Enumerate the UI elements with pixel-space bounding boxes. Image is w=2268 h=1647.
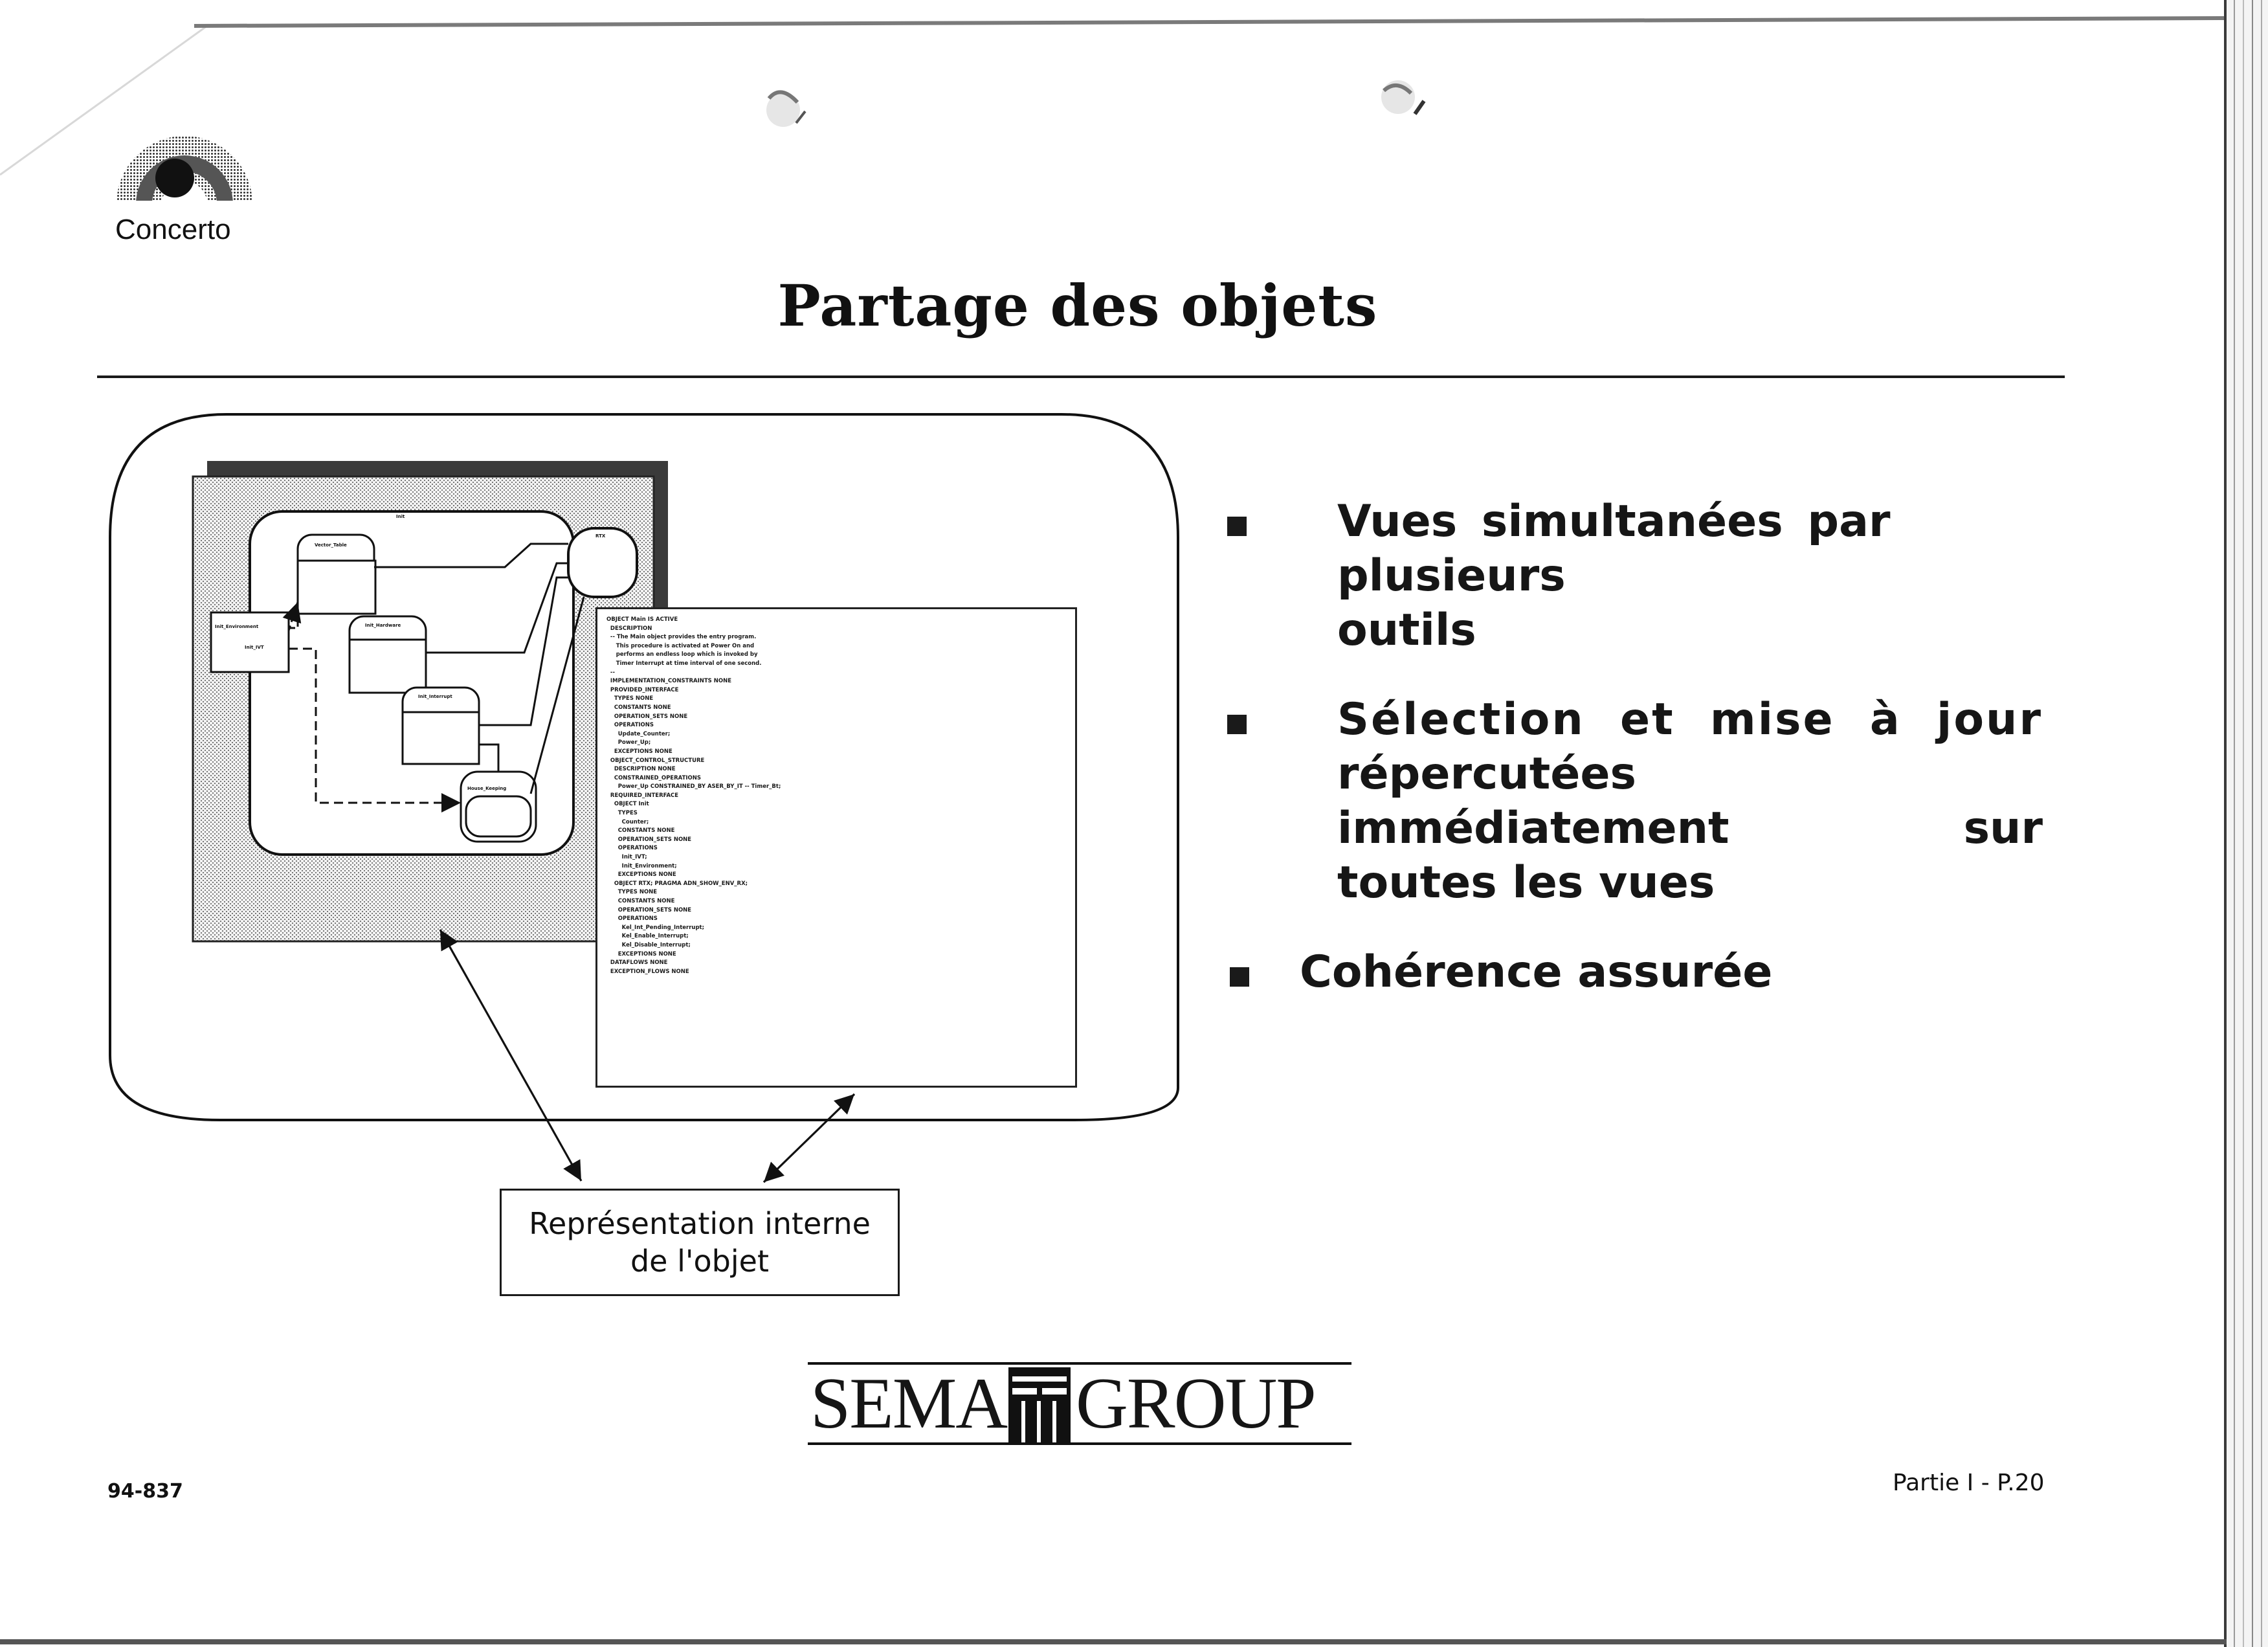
code-line: -- The Main object provides the entry pr…: [606, 634, 757, 641]
bullet-square-icon: [1227, 517, 1247, 536]
sema-emblem-icon: [1008, 1367, 1071, 1442]
binder-hole-right: [1381, 80, 1426, 115]
init-environment-label: Init_Environment: [215, 624, 259, 629]
code-line: Kel_Enable_Interrupt;: [606, 933, 689, 940]
init-object-label: Init: [396, 514, 405, 519]
textual-view-panel: OBJECT Main IS ACTIVE DESCRIPTION -- The…: [595, 607, 1077, 1088]
bullet-1-line-2: outils: [1337, 605, 1476, 656]
page-number: Partie I - P.20: [1893, 1470, 2045, 1496]
code-line: Power_Up CONSTRAINED_BY ASER_BY_IT -- Ti…: [606, 783, 781, 790]
code-line: OPERATION_SETS NONE: [606, 906, 692, 913]
code-line: EXCEPTIONS NONE: [606, 950, 676, 958]
code-line: CONSTANTS NONE: [606, 827, 675, 835]
bullet-square-icon: [1227, 715, 1247, 734]
code-line: Init_IVT;: [606, 854, 647, 861]
code-line: Kel_Disable_Interrupt;: [606, 941, 691, 948]
code-line: OPERATIONS: [606, 722, 654, 729]
code-line: OBJECT Init: [606, 801, 649, 808]
title-rule: [97, 375, 2065, 378]
logo-label: Concerto: [115, 214, 231, 245]
code-line: TYPES: [606, 810, 638, 817]
code-line: EXCEPTIONS NONE: [606, 748, 673, 755]
code-line: EXCEPTIONS NONE: [606, 871, 676, 879]
init-env-box: [210, 611, 290, 673]
bullet-square-icon: [1230, 967, 1249, 987]
rtx-label: RTX: [595, 533, 606, 539]
bullet-item-2: Sélection et mise à jour répercutées imm…: [1227, 693, 2043, 910]
code-line: Counter;: [606, 818, 649, 825]
code-line: OPERATIONS: [606, 845, 658, 852]
bullet-2-line-2: répercutées immédiatement sur: [1337, 748, 2043, 854]
code-line: IMPLEMENTATION_CONSTRAINTS NONE: [606, 678, 732, 685]
bullet-2-line-3: toutes les vues: [1337, 857, 1715, 908]
concerto-logo: [110, 91, 259, 220]
brand-group: GROUP: [1076, 1363, 1317, 1444]
code-line: OBJECT Main IS ACTIVE: [606, 616, 678, 623]
code-line: OBJECT_CONTROL_STRUCTURE: [606, 757, 705, 764]
init-hardware-label: Init_Hardware: [365, 623, 401, 628]
binder-hole-left: [766, 90, 806, 127]
sema-group-logo: SEMA GROUP: [808, 1362, 1351, 1446]
code-line: DESCRIPTION NONE: [606, 766, 676, 773]
code-line: Kel_Int_Pending_Interrupt;: [606, 924, 705, 931]
vector-table-label: Vector_Table: [315, 543, 347, 548]
code-line: CONSTANTS NONE: [606, 898, 675, 904]
code-line: CONSTANTS NONE: [606, 704, 671, 711]
code-line: OBJECT RTX; PRAGMA ADN_SHOW_ENV_RX;: [606, 880, 748, 887]
code-line: Init_Environment;: [606, 862, 677, 869]
code-line: Timer Interrupt at time interval of one …: [606, 660, 762, 667]
code-line: REQUIRED_INTERFACE: [606, 792, 679, 799]
code-line: Power_Up;: [606, 739, 651, 746]
code-line: CONSTRAINED_OPERATIONS: [606, 774, 701, 781]
caption-line-1: Représentation interne: [529, 1206, 871, 1241]
code-line: This procedure is activated at Power On …: [606, 642, 755, 649]
code-line: DATAFLOWS NONE: [606, 959, 668, 967]
code-line: OPERATION_SETS NONE: [606, 713, 688, 720]
init-ivt-label: Init_IVT: [245, 645, 264, 650]
code-line: EXCEPTION_FLOWS NONE: [606, 968, 689, 975]
concerto-logo-icon: [117, 136, 252, 220]
bullet-1-line-1: Vues simultanées par plusieurs: [1337, 496, 1891, 601]
code-line: Update_Counter;: [606, 730, 671, 737]
code-line: PROVIDED_INTERFACE: [606, 686, 679, 693]
brand-sema: SEMA: [810, 1363, 1008, 1444]
bullet-2-line-1: Sélection et mise à jour: [1337, 694, 2043, 745]
code-line: --: [606, 669, 615, 676]
internal-representation-caption: Représentation interne de l'objet: [500, 1189, 900, 1296]
code-line: OPERATIONS: [606, 915, 658, 923]
code-line: performs an endless loop which is invoke…: [606, 651, 758, 658]
caption-line-2: de l'objet: [630, 1244, 769, 1279]
bullet-item-3: Cohérence assurée: [1230, 945, 2045, 1000]
init-interrupt-label: Init_Interrupt: [418, 694, 452, 699]
document-reference: 94-837: [107, 1480, 183, 1503]
code-line: DESCRIPTION: [606, 625, 652, 632]
code-line: OPERATION_SETS NONE: [606, 836, 692, 843]
page-title: Partage des objets: [777, 272, 1378, 339]
house-keeping-label: House_Keeping: [467, 786, 506, 791]
code-line: TYPES NONE: [606, 695, 654, 702]
bullet-item-1: Vues simultanées par plusieurs outils: [1227, 495, 2043, 658]
code-line: TYPES NONE: [606, 889, 658, 896]
bullet-3-line-1: Cohérence assurée: [1300, 947, 1773, 998]
